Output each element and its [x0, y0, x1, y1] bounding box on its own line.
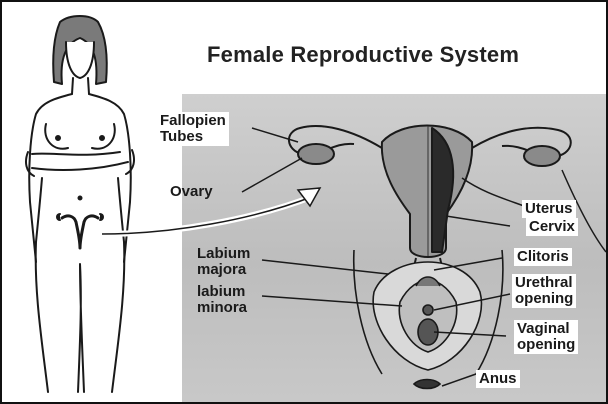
label-urethral-opening: Urethral opening	[512, 274, 576, 308]
label-anus: Anus	[476, 370, 520, 388]
label-fallopian-line2: Tubes	[160, 128, 203, 145]
label-clitoris: Clitoris	[514, 248, 572, 266]
diagram-title: Female Reproductive System	[207, 42, 519, 68]
label-urethral-line2: opening	[515, 290, 573, 307]
label-urethral-line1: Urethral	[515, 274, 573, 291]
vulva-drawing	[354, 250, 503, 389]
label-labium-majora-line1: Labium	[197, 245, 250, 262]
label-labium-minora: labium minora	[197, 284, 247, 316]
label-ovary: Ovary	[170, 184, 213, 200]
label-fallopian-line1: Fallopien	[160, 112, 226, 129]
label-vaginal-opening: Vaginal opening	[514, 320, 578, 354]
label-fallopian-tubes: Fallopien Tubes	[157, 112, 229, 146]
label-vaginal-line1: Vaginal	[517, 320, 570, 337]
pointer-arrow	[102, 196, 314, 234]
woman-figure	[26, 16, 134, 392]
label-labium-minora-line1: labium	[197, 283, 245, 300]
label-labium-majora-line2: majora	[197, 261, 246, 278]
label-labium-majora: Labium majora	[197, 246, 250, 278]
label-uterus: Uterus	[522, 200, 576, 218]
label-cervix: Cervix	[526, 218, 578, 236]
label-labium-minora-line2: minora	[197, 299, 247, 316]
label-vaginal-line2: opening	[517, 336, 575, 353]
